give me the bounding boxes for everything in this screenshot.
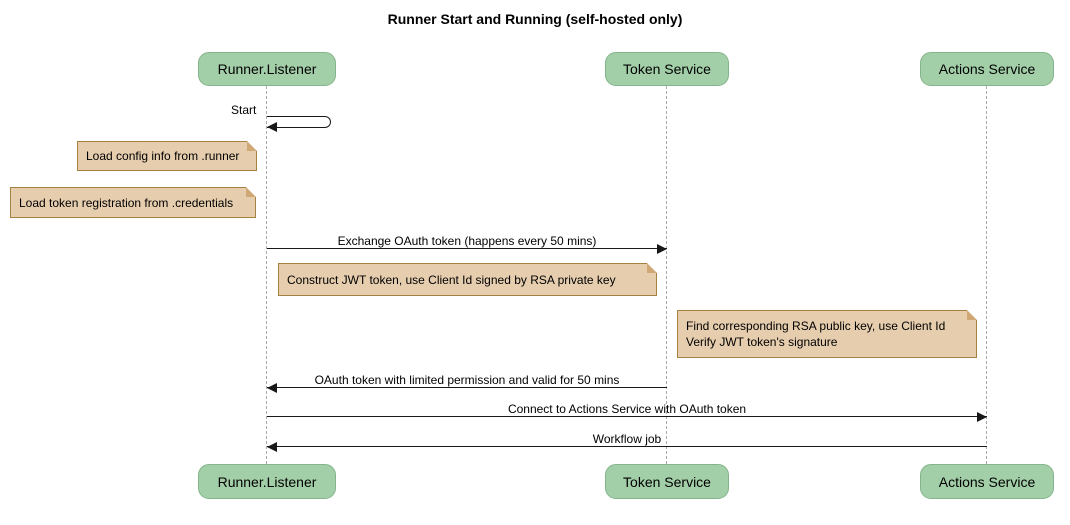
arrowhead-right-icon	[977, 412, 987, 422]
participant-actions-service-top: Actions Service	[920, 52, 1054, 86]
message-workflow-job-line	[267, 446, 987, 447]
note-construct-jwt: Construct JWT token, use Client Id signe…	[278, 263, 657, 296]
message-start-label: Start	[231, 103, 257, 117]
arrowhead-right-icon	[657, 244, 667, 254]
self-message-loop	[267, 116, 331, 128]
note-load-token-registration: Load token registration from .credential…	[10, 187, 256, 218]
lifeline-token-service	[666, 86, 667, 464]
message-workflow-job-label: Workflow job	[592, 432, 662, 446]
arrowhead-left-icon	[267, 383, 277, 393]
diagram-title: Runner Start and Running (self-hosted on…	[387, 11, 683, 27]
message-exchange-oauth-label: Exchange OAuth token (happens every 50 m…	[337, 234, 597, 248]
participant-label: Runner.Listener	[217, 61, 317, 77]
note-text: Load token registration from .credential…	[19, 195, 234, 210]
message-connect-actions-line	[267, 416, 987, 417]
arrowhead-left-icon	[267, 122, 277, 132]
participant-label: Token Service	[623, 61, 711, 77]
note-verify-jwt: Find corresponding RSA public key, use C…	[677, 310, 977, 358]
note-text: Find corresponding RSA public key, use C…	[686, 319, 946, 349]
note-text: Load config info from .runner	[86, 149, 240, 163]
participant-label: Actions Service	[938, 473, 1036, 490]
message-oauth-token-label: OAuth token with limited permission and …	[314, 373, 620, 387]
participant-runner-listener-top: Runner.Listener	[198, 52, 336, 86]
message-connect-actions-label: Connect to Actions Service with OAuth to…	[507, 402, 747, 416]
message-oauth-token-line	[267, 387, 667, 388]
participant-token-service-bottom: Token Service	[605, 464, 729, 499]
note-load-config: Load config info from .runner	[77, 141, 257, 171]
participant-label: Runner.Listener	[217, 473, 317, 490]
lifeline-actions-service	[986, 86, 987, 464]
participant-actions-service-bottom: Actions Service	[920, 464, 1054, 499]
participant-label: Actions Service	[938, 61, 1036, 77]
participant-token-service-top: Token Service	[605, 52, 729, 86]
participant-label: Token Service	[623, 473, 711, 490]
lifeline-runner-listener	[266, 86, 267, 464]
participant-runner-listener-bottom: Runner.Listener	[198, 464, 336, 499]
arrowhead-left-icon	[267, 442, 277, 452]
message-exchange-oauth-line	[267, 248, 667, 249]
note-text: Construct JWT token, use Client Id signe…	[287, 272, 616, 287]
